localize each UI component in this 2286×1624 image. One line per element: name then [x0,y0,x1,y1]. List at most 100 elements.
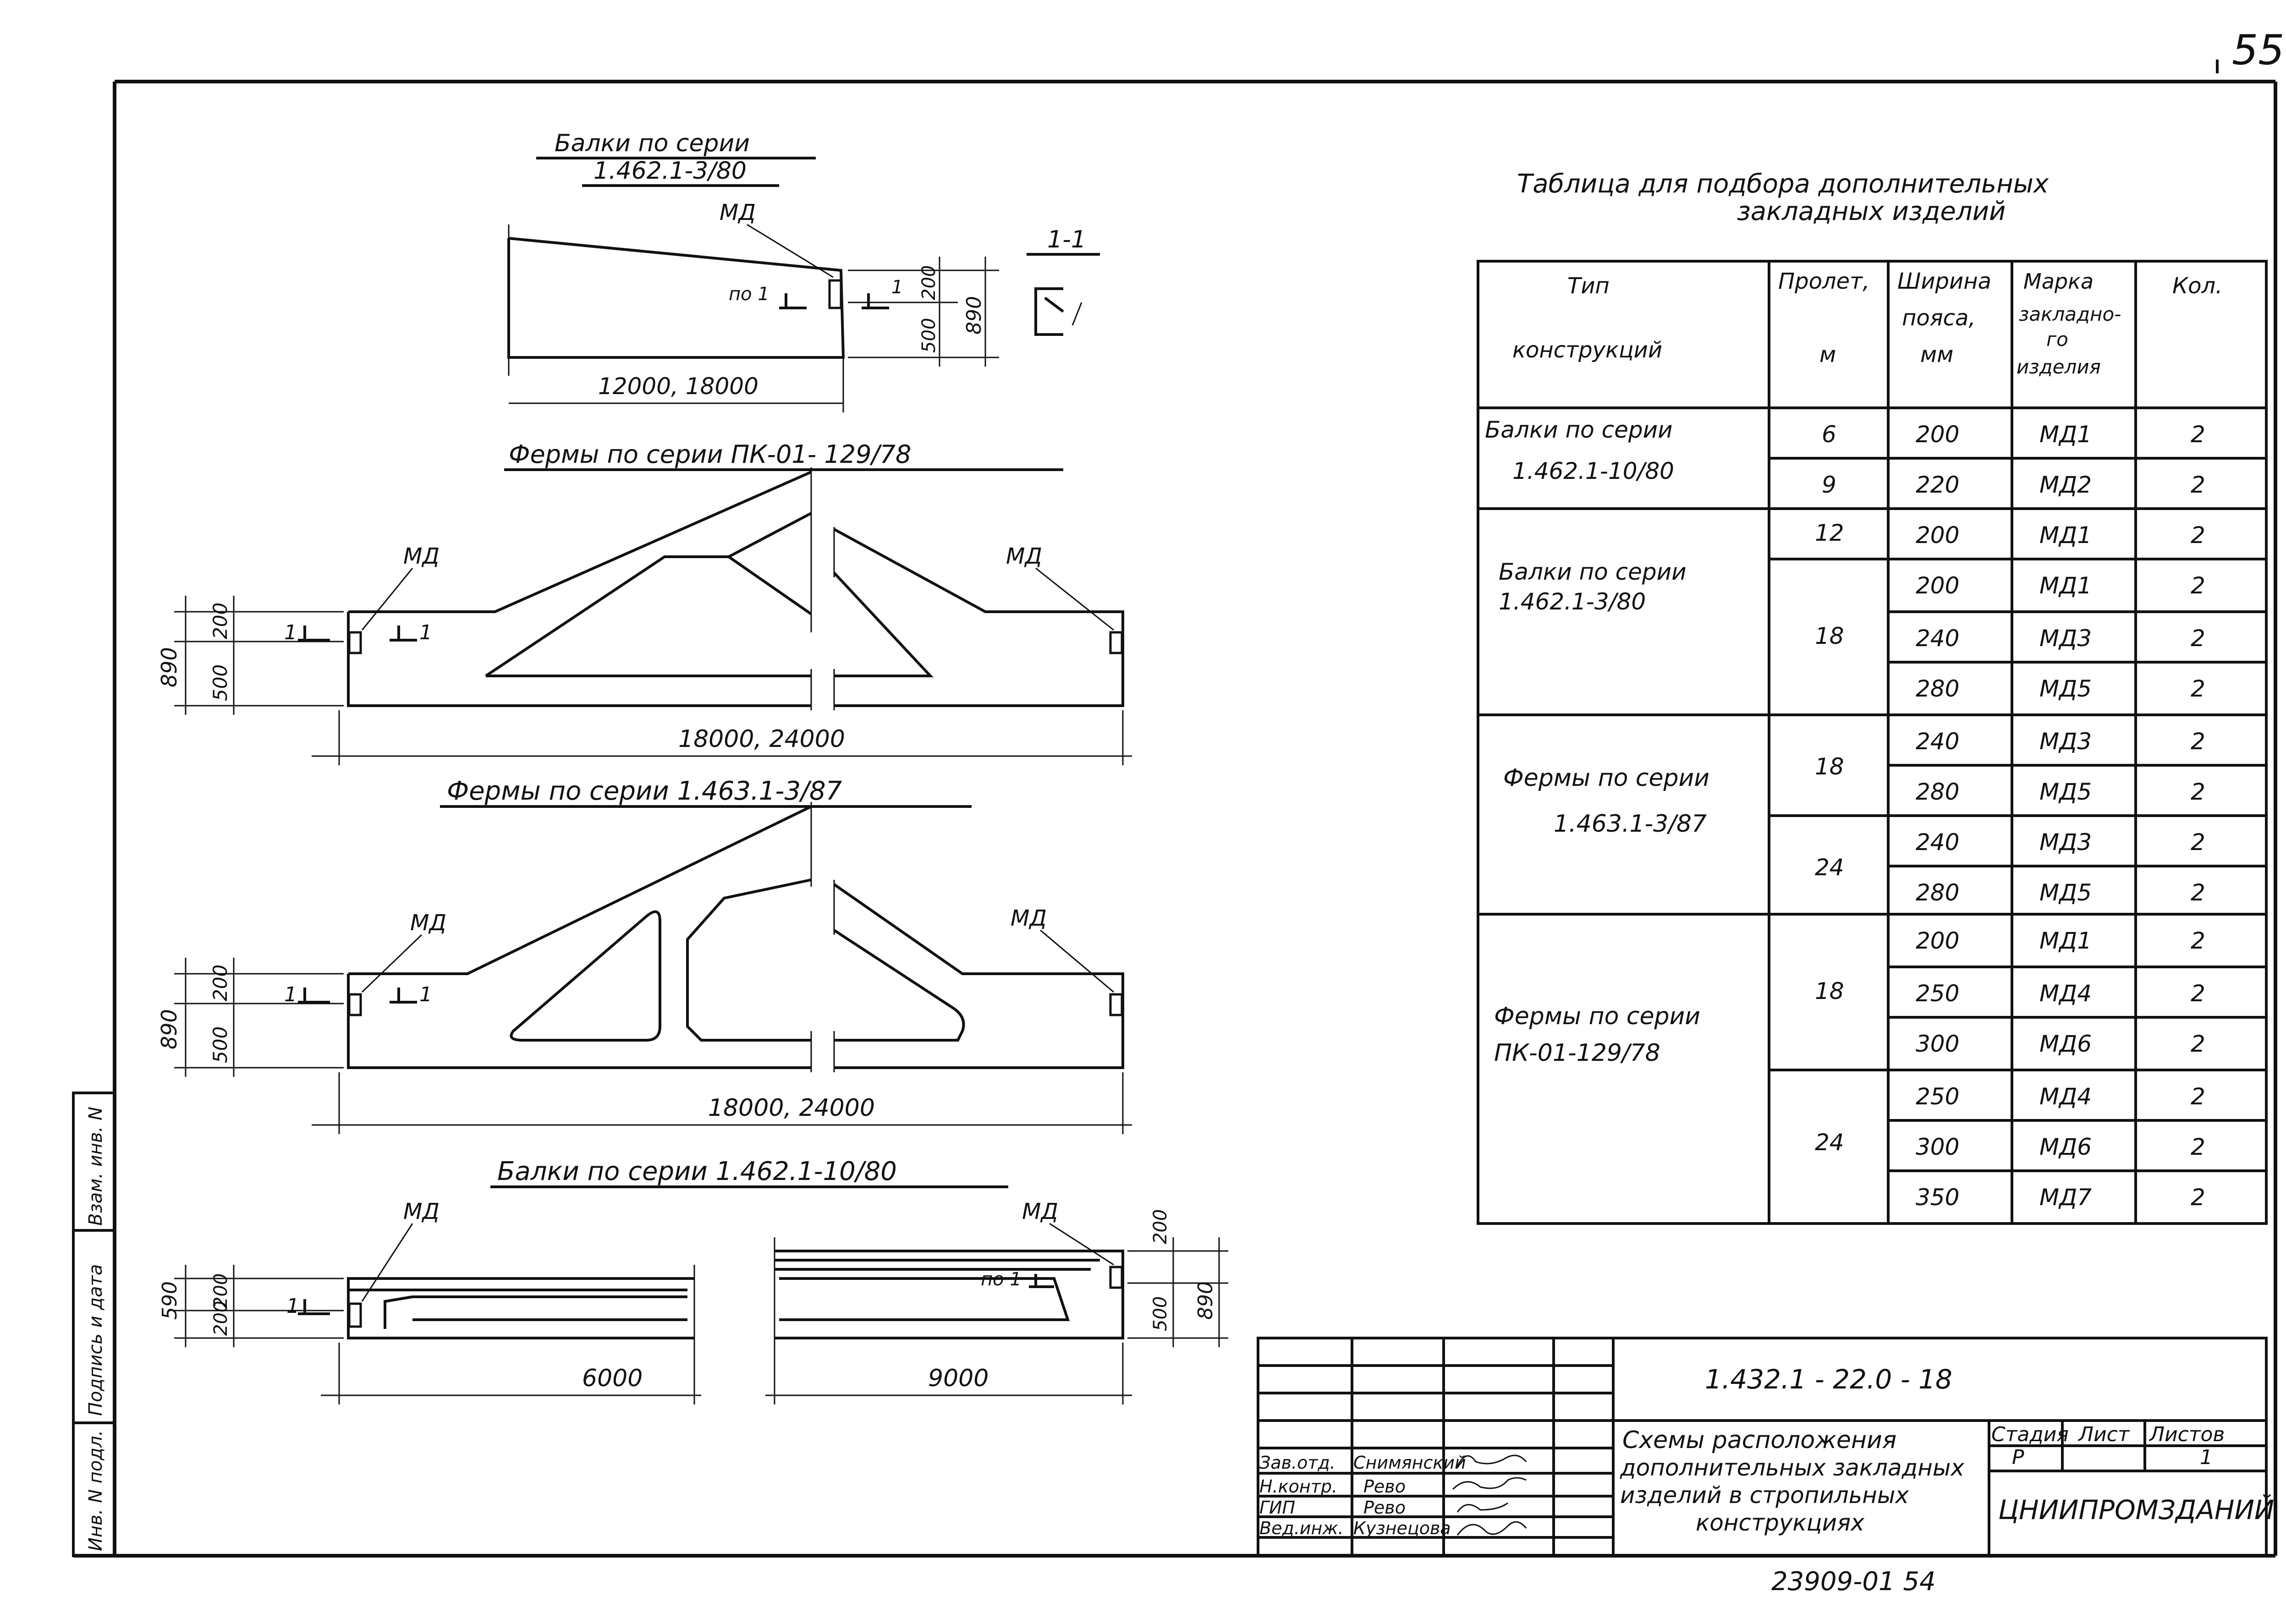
table-cell-mark: МД2 [2039,472,2092,498]
beam-a-section-title: 1-1 [1047,226,1086,253]
table-cell-qty: 2 [2191,779,2205,805]
table-cell-qty: 2 [2191,1134,2205,1160]
table-cell-width: 350 [1916,1184,1959,1211]
table-cell-mark: МД1 [2039,927,2092,954]
beam-b-span-right: 9000 [928,1365,989,1392]
truss-a-dim890: 890 [157,647,181,687]
sheets-value: 1 [2200,1446,2213,1469]
beam-b-dim-r890: 890 [1194,1281,1217,1320]
table-cell-mark: МД1 [2039,522,2092,549]
span-7: 24 [1815,1129,1844,1156]
group-1-name-2: 1.462.1-3/80 [1499,588,1646,615]
sheets-label: Листов [2149,1423,2225,1446]
table-cell-mark: МД4 [2039,980,2092,1007]
signature-scribbles [1452,1454,1527,1536]
table-cell-mark: МД6 [2039,1031,2092,1057]
hdr-qty: Кол. [2172,273,2222,299]
hdr-width-1: Ширина [1897,269,1991,294]
table-cell-mark: МД7 [2039,1184,2092,1211]
beam-b-dim-r200: 200 [1150,1209,1171,1244]
table-cell-width: 240 [1916,829,1959,856]
table-cell-mark: МД3 [2039,625,2092,652]
title-line-3: изделий в стропильных [1620,1482,1909,1509]
truss-a-md-left: МД [403,543,440,569]
staff-role-0: Зав.отд. [1259,1453,1335,1473]
truss-a-span: 18000, 24000 [678,725,845,753]
table-cell-qty: 2 [2191,829,2205,856]
truss-b-md-right: МД [1011,905,1047,931]
beam-a-dim200: 200 [918,265,940,300]
truss-a-md-right: МД [1006,543,1042,569]
truss-b-ref: 1 [284,983,297,1006]
beam-b-md-right: МД [1022,1199,1058,1224]
truss-b-dim890: 890 [157,1009,181,1049]
truss-a-drawing: Фермы по серии ПК-01- 129/78 МД МД 1 1 8… [157,440,1132,765]
beam-a-ref: по 1 [729,284,769,305]
truss-a-dim500: 500 [209,664,231,701]
truss-a-ref2: 1 [419,621,432,644]
beam-b-title: Балки по серии 1.462.1-10/80 [497,1157,897,1186]
beam-a-span: 12000, 18000 [598,373,758,400]
table-cell-qty: 2 [2191,980,2205,1007]
truss-b-dim500: 500 [209,1026,231,1063]
hdr-mark-4: изделия [2017,356,2101,378]
beam-a-ref2: 1 [891,277,903,298]
group-0-name-1: Балки по серии [1485,417,1673,443]
truss-b-span: 18000, 24000 [708,1094,875,1122]
table-cell-mark: МД5 [2039,675,2092,702]
title-line-2: дополнительных закладных [1620,1454,1964,1481]
span-6: 18 [1815,978,1844,1004]
span-4: 18 [1815,753,1844,780]
table-cell-qty: 2 [2191,572,2205,599]
group-2-name-1: Фермы по серии [1503,764,1709,792]
hdr-mark-1: Марка [2023,269,2094,294]
doc-code: 1.432.1 - 22.0 - 18 [1705,1364,1952,1395]
hdr-span-2: м [1819,342,1836,368]
beam-b-dim590: 590 [158,1281,181,1320]
staff-name-2: Рево [1363,1498,1406,1518]
beam-a-title-2: 1.462.1-3/80 [593,157,747,185]
beam-b-dim200a: 200 [210,1273,231,1308]
table-cell-width: 280 [1916,779,1959,805]
beam-b-dim-r500: 500 [1150,1296,1171,1331]
beam-b-dim200b: 200 [210,1301,231,1336]
selection-table: Таблица для подбора дополнительных закла… [1477,169,2268,1225]
table-cell-qty: 2 [2191,1031,2205,1057]
table-cell-mark: МД1 [2039,572,2092,599]
staff-role-2: ГИП [1259,1498,1295,1518]
table-cell-qty: 2 [2191,522,2205,549]
staff-role-1: Н.контр. [1259,1476,1337,1497]
beam-b-span-left: 6000 [582,1365,643,1392]
side-stamp-inv: Инв. N подл. [85,1430,106,1551]
table-cell-width: 220 [1916,472,1959,498]
title-block: 1.432.1 - 22.0 - 18 Схемы расположения д… [1257,1337,2274,1557]
table-title-1: Таблица для подбора дополнительных [1517,169,2049,199]
table-cell-mark: МД6 [2039,1134,2092,1160]
table-cell-width: 240 [1916,728,1959,755]
hdr-width-2: пояса, [1902,305,1976,331]
table-cell-width: 200 [1916,522,1959,549]
table-cell-width: 200 [1916,572,1959,599]
organization: ЦНИИПРОМЗДАНИЙ [1998,1494,2274,1525]
hdr-mark-2: закладно- [2019,303,2121,325]
group-2-name-2: 1.463.1-3/87 [1554,810,1707,838]
truss-b-md-left: МД [410,910,446,936]
table-cell-qty: 2 [2191,472,2205,498]
truss-b-ref2: 1 [419,983,432,1006]
table-cell-qty: 2 [2191,1184,2205,1211]
title-line-1: Схемы расположения [1622,1426,1896,1454]
beam-a-title-1: Балки по серии [555,130,750,157]
table-cell-mark: МД3 [2039,728,2092,755]
bottom-code: 23909-01 54 [1771,1567,1936,1597]
table-cell-mark: МД4 [2039,1083,2092,1110]
group-0-name-2: 1.462.1-10/80 [1512,458,1674,484]
table-cell-qty: 2 [2191,421,2205,448]
truss-b-title: Фермы по серии 1.463.1-3/87 [447,776,842,806]
beam-a-md: МД [720,200,756,225]
sheet-label: Лист [2077,1423,2130,1446]
table-cell-width: 300 [1916,1031,1959,1057]
group-1-name-1: Балки по серии [1499,559,1687,585]
table-cell-qty: 2 [2191,879,2205,906]
